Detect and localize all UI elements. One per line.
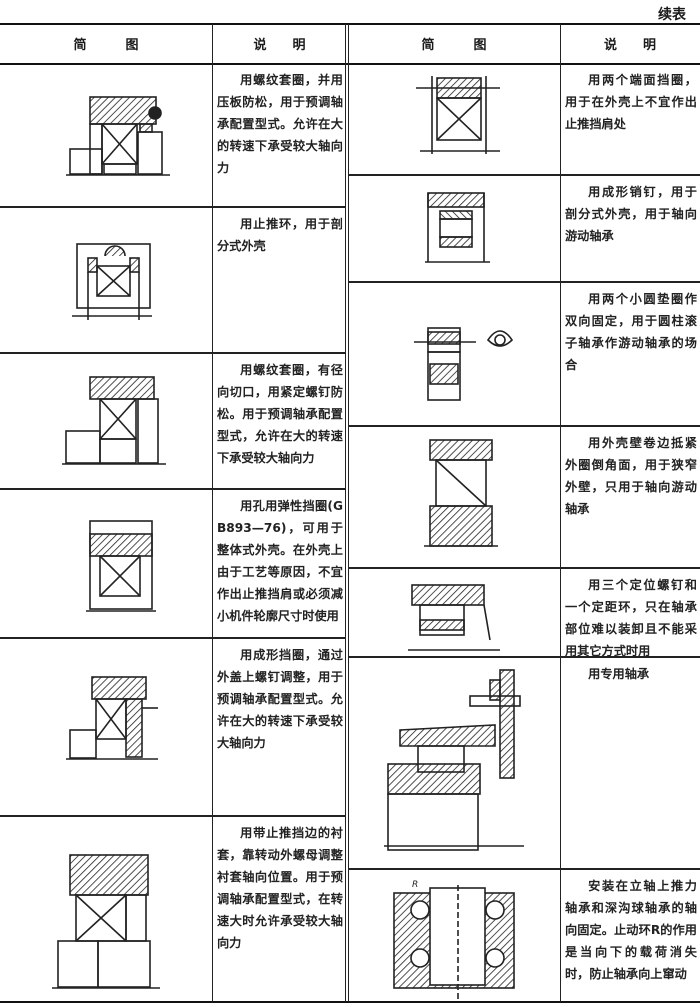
- bearing-diagram-special: [384, 669, 524, 851]
- bearing-diagram-threaded-sleeve: [66, 96, 170, 176]
- row-separator: [0, 488, 345, 490]
- right-column-divider: [560, 24, 561, 1002]
- table-bottom-rule: [0, 1001, 700, 1003]
- bearing-diagram-washers: [414, 327, 514, 401]
- row-separator: [0, 206, 345, 208]
- bearing-diagram-rolled-edge: [424, 439, 498, 547]
- continued-table-label: 续表: [658, 7, 686, 23]
- header-left-diagram: 简 图: [73, 37, 139, 53]
- row-separator: [0, 352, 345, 354]
- table-top-rule: [0, 23, 700, 25]
- header-bottom-rule: [0, 63, 700, 65]
- row-separator: [348, 174, 700, 176]
- row-separator: [348, 567, 700, 569]
- header-left-desc: 说 明: [253, 37, 306, 53]
- row-separator: [348, 281, 700, 283]
- bearing-diagram-threaded-sleeve-cut: [62, 376, 166, 465]
- row-description: 用止推环，用于剖分式外壳: [217, 217, 343, 253]
- bearing-diagram-thrust-ring: [72, 243, 152, 320]
- row-separator: [348, 425, 700, 427]
- row-separator: [348, 656, 700, 658]
- bearing-diagram-bushing: [52, 854, 160, 989]
- row-description: 用螺纹套圈，有径向切口，用紧定螺钉防松。用于预调轴承配置型式，允许在大的转速下承…: [217, 363, 343, 465]
- row-separator: [0, 815, 345, 817]
- row-description: 用带止推挡边的衬套，靠转动外螺母调整衬套轴向位置。用于预调轴承配置型式，在转速大…: [217, 826, 343, 950]
- center-divider-2: [348, 24, 349, 1002]
- bearing-diagram-end-rings: [416, 76, 500, 154]
- center-divider: [345, 24, 346, 1002]
- bearing-diagram-shaped-ring: [66, 676, 158, 760]
- bearing-diagram-shaped-pin: [425, 192, 490, 263]
- row-separator: [0, 637, 345, 639]
- row-description: 用成形销钉，用于剖分式外壳，用于轴向游动轴承: [565, 185, 697, 243]
- row-description: 用两个端面挡圈，用于在外壳上不宜作出止推挡肩处: [565, 73, 697, 131]
- row-description: 用外壳壁卷边抵紧外圈倒角面，用于狭窄外壁，只用于轴向游动轴承: [565, 436, 697, 516]
- header-right-diagram: 简 图: [421, 37, 487, 53]
- row-separator: [348, 868, 700, 870]
- row-description: 用孔用弹性挡圈(GB893—76)，可用于整体式外壳。在外壳上由于工艺等原因，不…: [217, 499, 343, 623]
- bearing-diagram-circlip: [86, 520, 156, 612]
- ring-r-label: R: [412, 880, 418, 890]
- row-description: 用螺纹套圈，并用压板防松，用于预调轴承配置型式。允许在大的转速下承受较大轴向力: [217, 73, 343, 175]
- row-description: 用三个定位螺钉和一个定距环，只在轴承部位难以装卸且不能采用其它方式时用: [565, 578, 697, 658]
- row-description: 安装在立轴上推力轴承和深沟球轴承的轴向固定。止动环R的作用是当向下的载荷消失时，…: [565, 879, 697, 981]
- left-column-divider: [212, 24, 213, 1002]
- row-description: 用两个小圆垫圈作双向固定，用于圆柱滚子轴承作游动轴承的场合: [565, 292, 697, 372]
- row-description: 用成形挡圈，通过外盖上螺钉调整，用于预调轴承配置型式。允许在大的转速下承受较大轴…: [217, 648, 343, 750]
- bearing-diagram-set-screws: [408, 584, 500, 651]
- row-description: 用专用轴承: [588, 667, 650, 681]
- header-right-desc: 说 明: [603, 37, 656, 53]
- bearing-diagram-vertical-shaft: [393, 885, 515, 1000]
